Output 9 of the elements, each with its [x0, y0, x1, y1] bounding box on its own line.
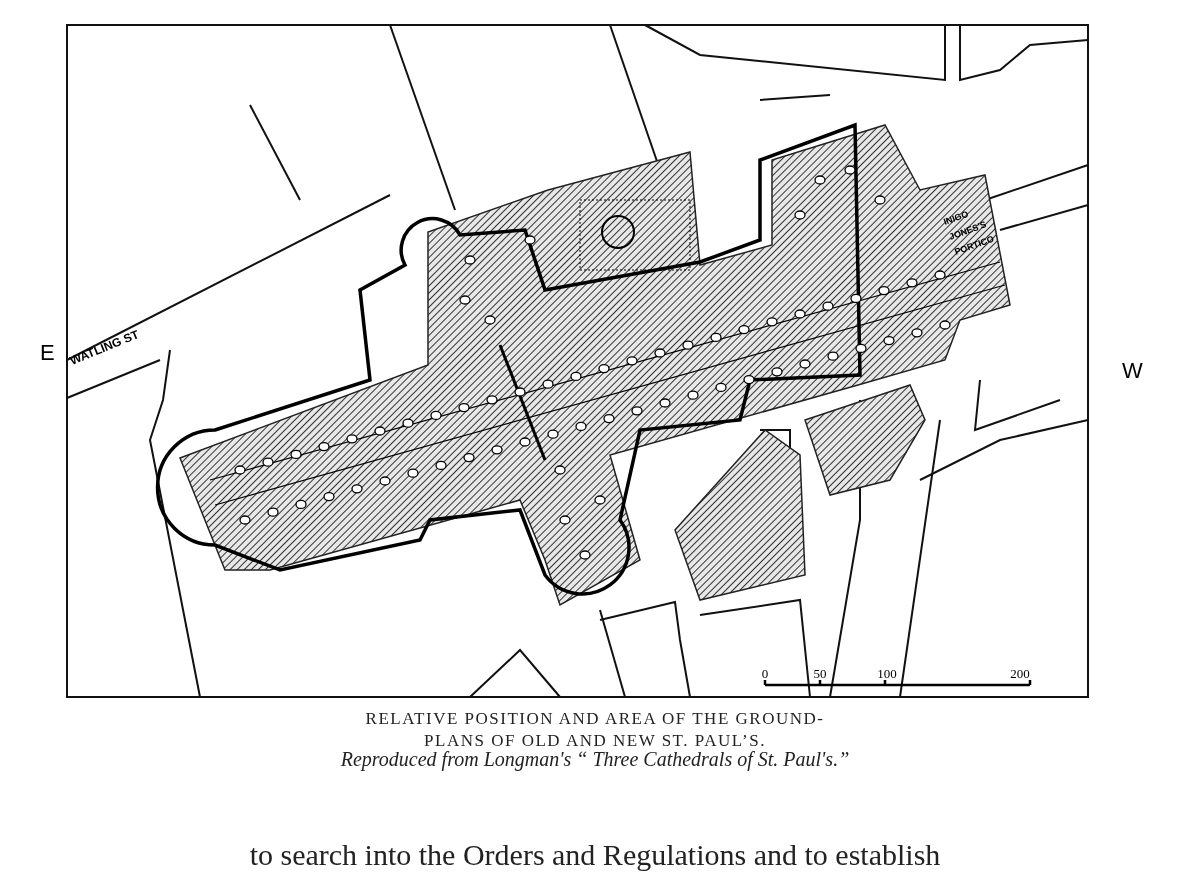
- source-credit: Reproduced from Longman's “ Three Cathedrals of St. Paul's.”: [339, 748, 851, 771]
- scale-number: 100: [877, 666, 897, 681]
- body-text: to search into the Orders and Regulations and to establish: [248, 838, 942, 872]
- scale-number: 0: [761, 666, 769, 681]
- scale-number: 50: [813, 666, 827, 681]
- compass-letter: W: [1122, 358, 1143, 383]
- figure-caption: RELATIVE POSITION AND AREA OF THE GROUND-PLANS OF OLD AND NEW ST. PAUL’S.: [364, 708, 826, 751]
- compass-letter: E: [40, 340, 55, 365]
- scale-number: 200: [1010, 666, 1030, 681]
